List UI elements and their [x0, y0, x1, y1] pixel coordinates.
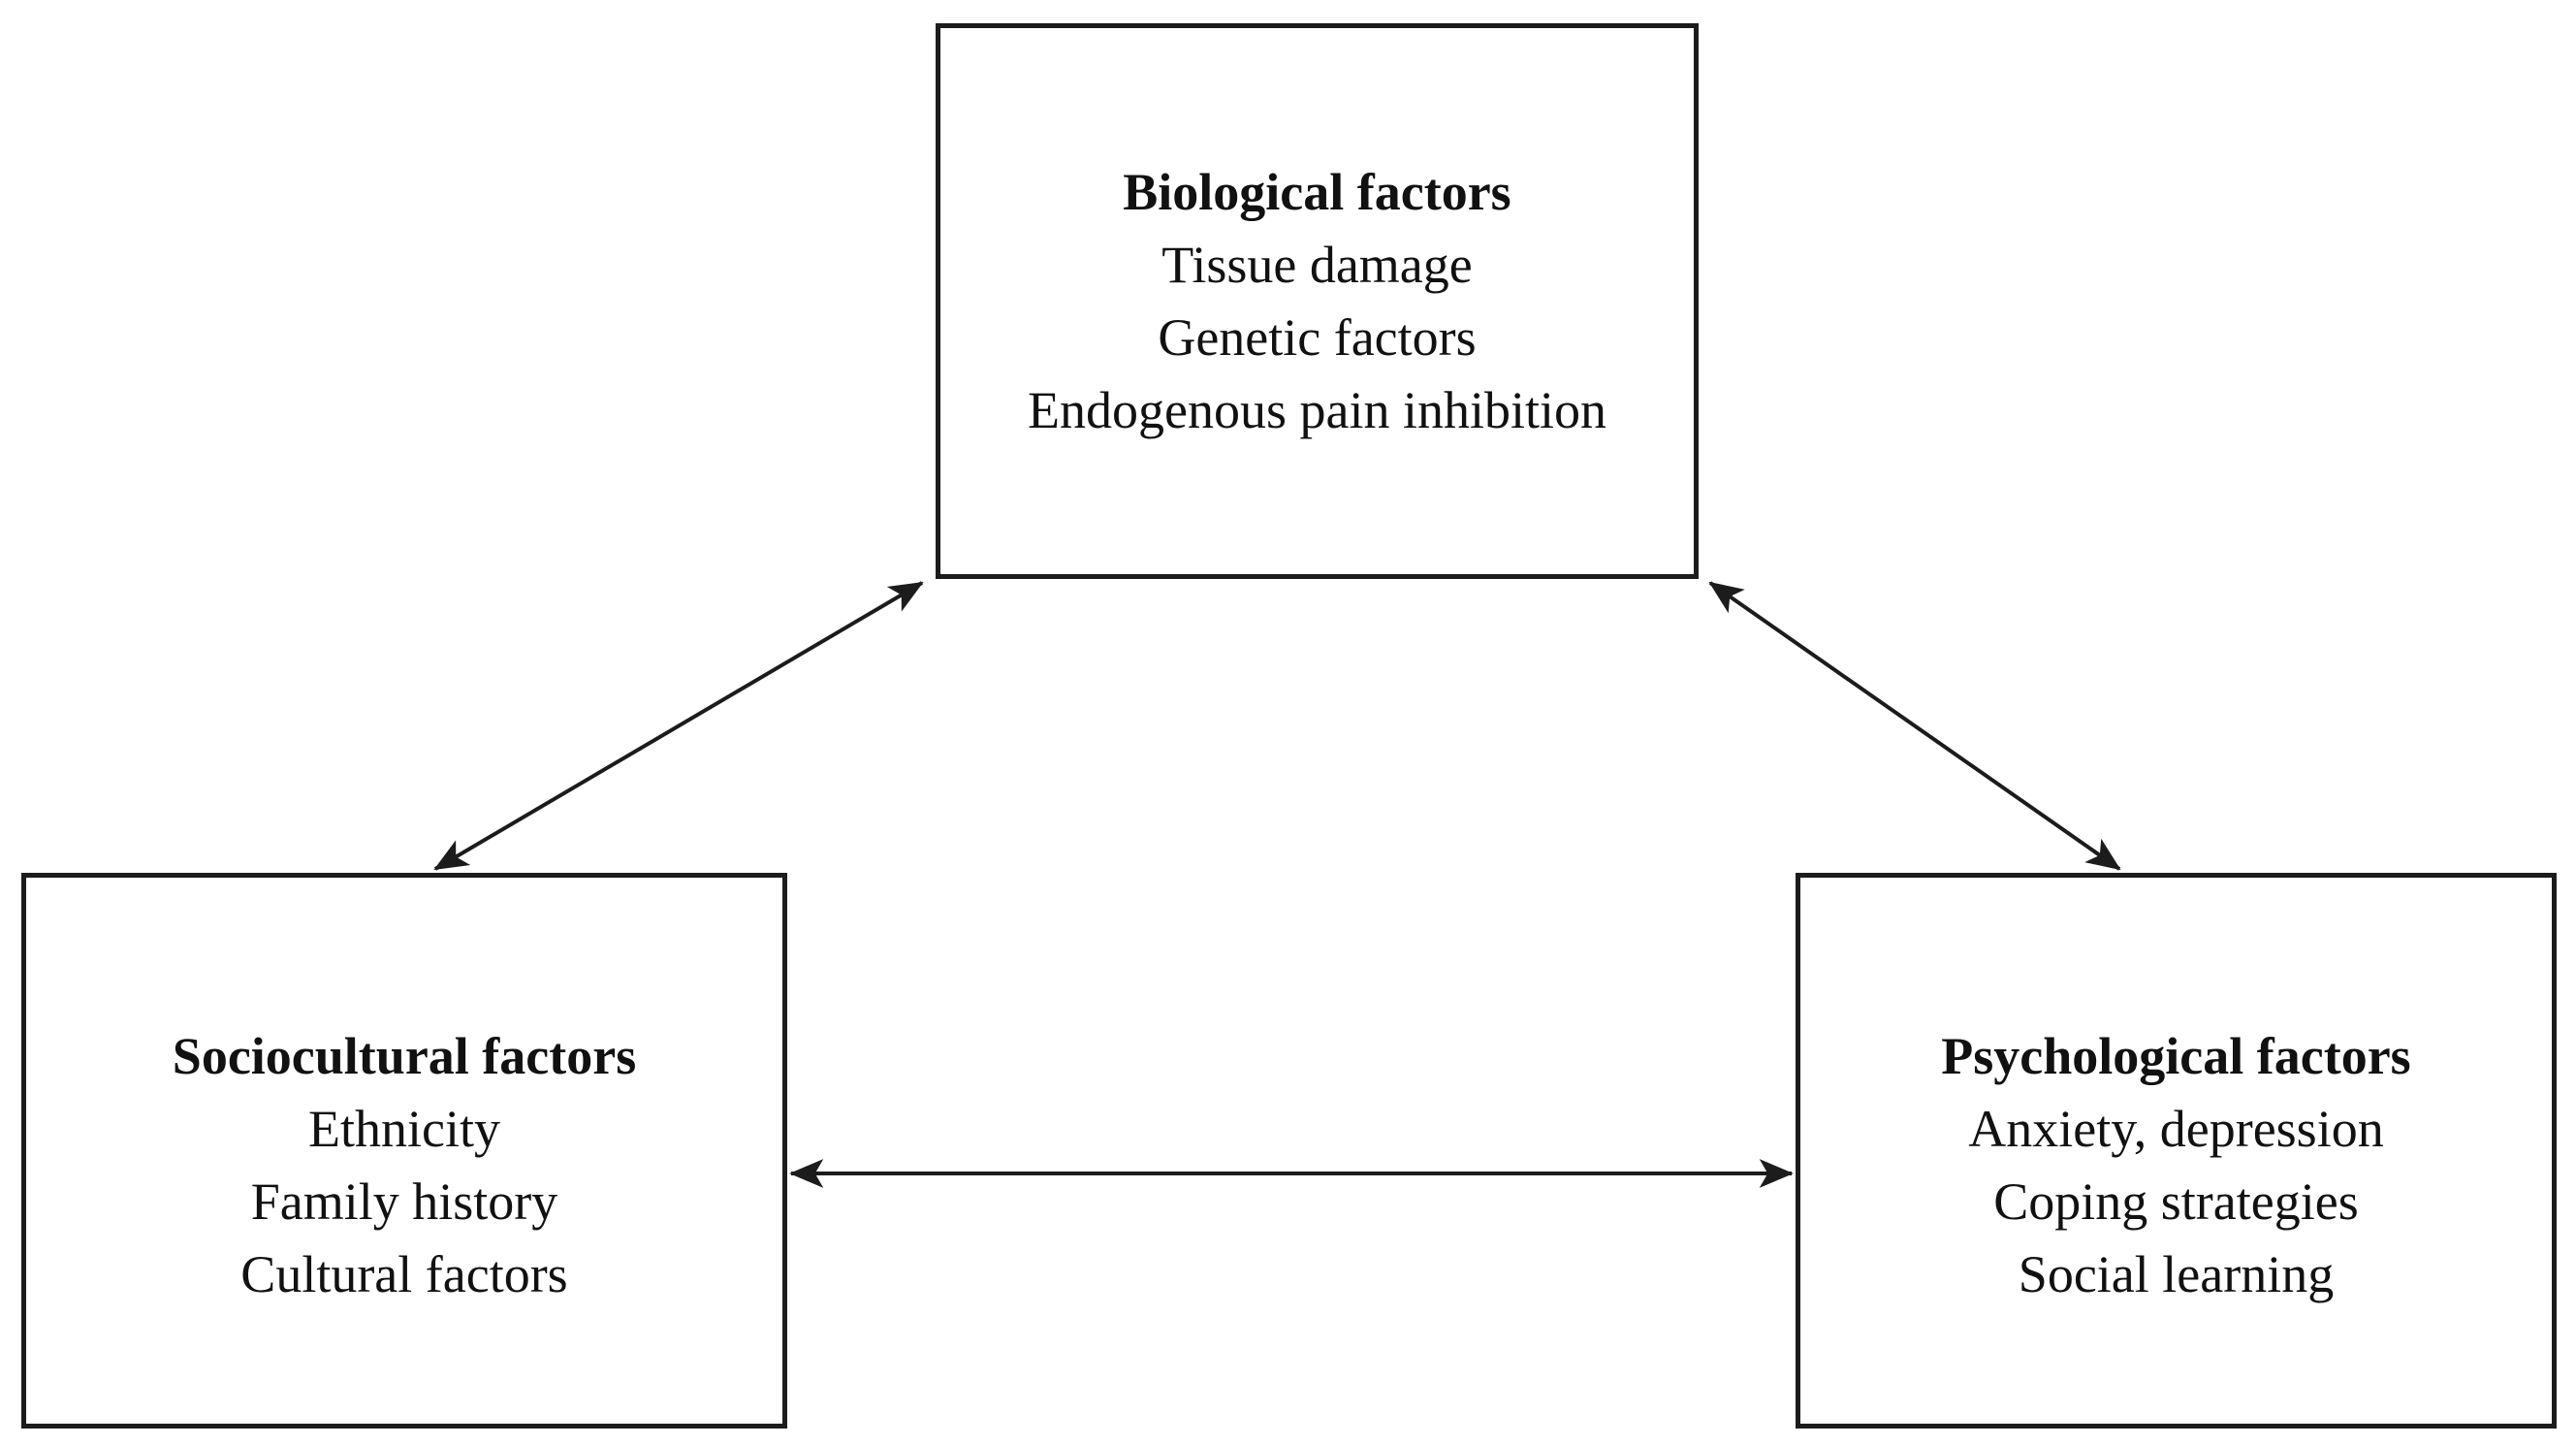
arrow-biological-sociocultural — [433, 581, 924, 871]
box-psychological-factors: Psychological factors Anxiety, depressio… — [1796, 873, 2557, 1429]
biological-factors-title: Biological factors — [1123, 162, 1511, 221]
sociocultural-factors-title: Sociocultural factors — [172, 1026, 637, 1085]
psychological-item-coping-strategies: Coping strategies — [1993, 1172, 2359, 1231]
biological-item-genetic-factors: Genetic factors — [1158, 307, 1477, 367]
sociocultural-item-ethnicity: Ethnicity — [308, 1099, 500, 1158]
psychological-item-anxiety-depression: Anxiety, depression — [1968, 1099, 2384, 1158]
sociocultural-item-cultural-factors: Cultural factors — [240, 1244, 568, 1303]
psychological-factors-title: Psychological factors — [1941, 1026, 2411, 1085]
biological-item-endogenous-pain-inhibition: Endogenous pain inhibition — [1028, 380, 1606, 439]
box-biological-factors: Biological factors Tissue damage Genetic… — [936, 23, 1699, 579]
sociocultural-item-family-history: Family history — [250, 1172, 558, 1231]
biological-item-tissue-damage: Tissue damage — [1161, 235, 1473, 294]
psychological-item-social-learning: Social learning — [2018, 1244, 2335, 1303]
arrow-biological-psychological — [1708, 581, 2121, 871]
box-sociocultural-factors: Sociocultural factors Ethnicity Family h… — [21, 873, 787, 1429]
